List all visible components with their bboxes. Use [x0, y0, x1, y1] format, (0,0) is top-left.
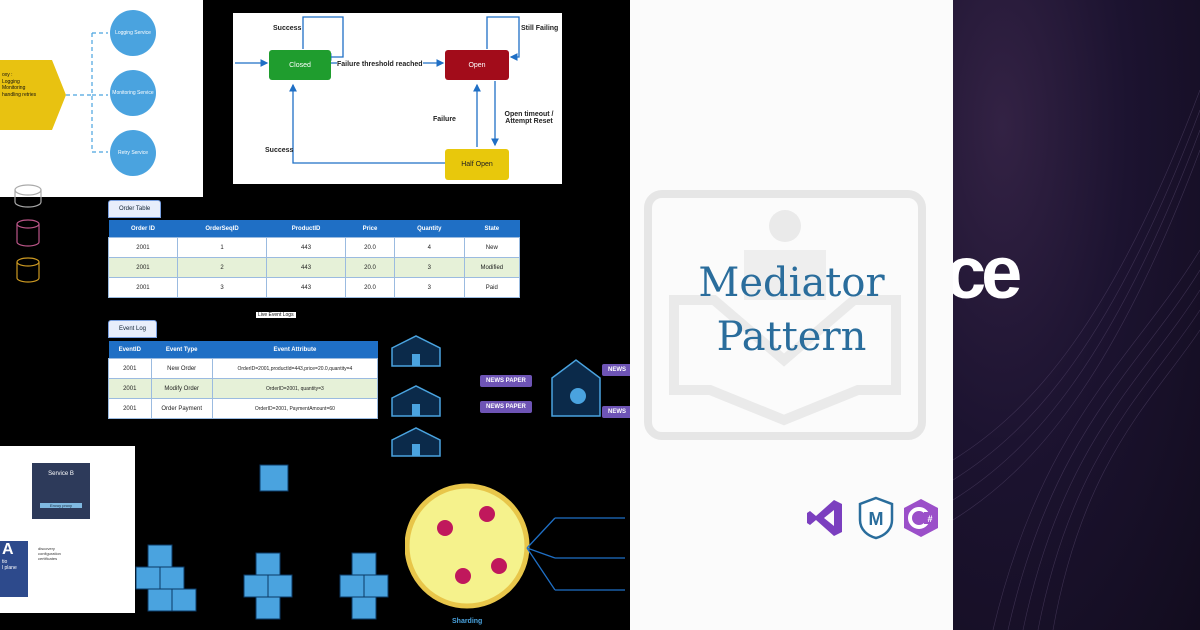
- sharding-pizza: [405, 483, 625, 609]
- news-paper-tag-2: NEWS PAPER: [480, 401, 532, 413]
- table-cell: 2001: [108, 378, 152, 399]
- table-cell: 3: [176, 277, 268, 298]
- order-col-state: State: [464, 220, 520, 238]
- table-cell: 2001: [108, 237, 178, 258]
- table-cell: 2001: [108, 257, 178, 278]
- table-cell: 2001: [108, 358, 152, 379]
- service-mesh-diagram: Service B Envoy proxy discovery configur…: [0, 446, 135, 613]
- mediator-title: Mediator Pattern: [630, 256, 953, 364]
- success-bottom-label: Success: [265, 147, 294, 154]
- cube-clusters: [135, 464, 389, 620]
- envoy-proxy-label: Envoy proxy: [40, 503, 82, 508]
- brand-logo-partial: ce: [953, 231, 1022, 314]
- csharp-icon: #: [904, 499, 938, 537]
- visual-studio-icon: [807, 500, 842, 536]
- table-cell: 443: [266, 237, 347, 258]
- threshold-label: Failure threshold reached: [337, 61, 423, 68]
- live-event-logs-label: Live Event Logs: [256, 312, 296, 318]
- table-cell: New: [463, 237, 521, 258]
- table-cell: 2001: [108, 398, 152, 419]
- news-tag-3: NEWS: [602, 364, 630, 376]
- table-cell: 443: [266, 277, 347, 298]
- table-row: 2001 New Order OrderID=2001,productId=44…: [108, 358, 379, 379]
- logging-service-node: Logging Service: [110, 10, 156, 56]
- event-log-table: EventID Event Type Event Attribute 2001 …: [108, 341, 379, 419]
- monitoring-service-node: Monitoring Service: [110, 70, 156, 116]
- brand-panel: ce: [953, 0, 1200, 630]
- service-b-label: Service B: [48, 471, 74, 477]
- event-log-header: EventID Event Type Event Attribute: [108, 341, 378, 359]
- news-tag-4: NEWS: [602, 406, 630, 418]
- table-row: 2001 2 443 20.0 3 Modified: [108, 257, 521, 278]
- title-line-1: Mediator: [698, 260, 885, 306]
- table-cell: 20.0: [345, 257, 395, 278]
- collage-panel: oxy : Logging Monitoring handling retrie…: [0, 0, 630, 625]
- table-cell: 20.0: [345, 277, 395, 298]
- event-col-type: Event Type: [151, 341, 213, 359]
- database-icons: [14, 184, 42, 283]
- table-cell: Modified: [463, 257, 521, 278]
- mediatr-icon: M: [858, 496, 894, 540]
- order-col-price: Price: [345, 220, 395, 238]
- table-row: 2001 3 443 20.0 3 Paid: [108, 277, 521, 298]
- table-cell: Order Payment: [150, 398, 213, 419]
- order-col-product-id: ProductID: [266, 220, 346, 238]
- order-table: Order ID OrderSeqID ProductID Price Quan…: [108, 220, 521, 298]
- services-diagram: oxy : Logging Monitoring handling retrie…: [0, 0, 203, 197]
- table-cell: 443: [266, 257, 347, 278]
- featured-panel: Mediator Pattern M #: [630, 0, 953, 630]
- sharding-label: Sharding: [452, 618, 483, 625]
- table-cell: 4: [393, 237, 465, 258]
- event-log-tab: Event Log: [108, 320, 158, 338]
- half-open-state: Half Open: [445, 149, 509, 180]
- order-col-seq-id: OrderSeqID: [177, 220, 267, 238]
- closed-state: Closed: [269, 50, 331, 80]
- service-b-box: Service B Envoy proxy: [32, 463, 90, 519]
- discovery-label: discovery configuration certificates: [38, 546, 61, 561]
- pubsub-houses: [391, 335, 601, 457]
- table-cell: OrderID=2001,productId=443,price=20.0,qu…: [211, 358, 379, 379]
- event-col-attribute: Event Attribute: [212, 341, 378, 359]
- sidecar-text: oxy : Logging Monitoring handling retrie…: [2, 72, 37, 98]
- table-cell: OrderID=2001, PaymentAmount=60: [211, 398, 379, 419]
- handshake-icon: [644, 190, 926, 440]
- table-cell: Modify Order: [150, 378, 213, 399]
- open-state: Open: [445, 50, 509, 80]
- table-cell: 1: [176, 237, 268, 258]
- table-cell: 3: [393, 277, 465, 298]
- table-cell: New Order: [150, 358, 213, 379]
- table-cell: 3: [393, 257, 465, 278]
- control-plane-a: A: [2, 541, 14, 558]
- open-timeout-label: Open timeout / Attempt Reset: [504, 111, 554, 125]
- table-cell: 20.0: [345, 237, 395, 258]
- circuit-breaker-arrows: [235, 16, 520, 164]
- svg-text:#: #: [927, 514, 932, 524]
- table-row: 2001 Modify Order OrderID=2001, quantity…: [108, 378, 379, 399]
- event-col-id: EventID: [108, 341, 152, 359]
- control-plane-box: A tio l plane: [0, 541, 28, 597]
- table-row: 2001 1 443 20.0 4 New: [108, 237, 521, 258]
- order-table-tab: Order Table: [108, 200, 162, 218]
- table-cell: Paid: [463, 277, 521, 298]
- table-cell: 2001: [108, 277, 178, 298]
- svg-text:M: M: [869, 509, 884, 529]
- services-connectors: [0, 32, 108, 153]
- retry-service-node: Retry Service: [110, 130, 156, 176]
- table-cell: 2: [176, 257, 268, 278]
- order-table-header: Order ID OrderSeqID ProductID Price Quan…: [108, 220, 520, 238]
- order-col-order-id: Order ID: [108, 220, 178, 238]
- order-col-quantity: Quantity: [394, 220, 465, 238]
- table-cell: OrderID=2001, quantity=3: [211, 378, 379, 399]
- success-top-label: Success: [273, 25, 302, 32]
- wave-pattern: [953, 89, 1200, 630]
- still-failing-label: Still Failing: [521, 25, 559, 32]
- title-line-2: Pattern: [716, 314, 867, 360]
- circuit-breaker-diagram: Closed Open Half Open Success Still Fail…: [233, 13, 562, 184]
- news-paper-tag-1: NEWS PAPER: [480, 375, 532, 387]
- table-row: 2001 Order Payment OrderID=2001, Payment…: [108, 398, 379, 419]
- failure-label: Failure: [433, 116, 456, 123]
- control-plane-label: tio l plane: [2, 559, 17, 571]
